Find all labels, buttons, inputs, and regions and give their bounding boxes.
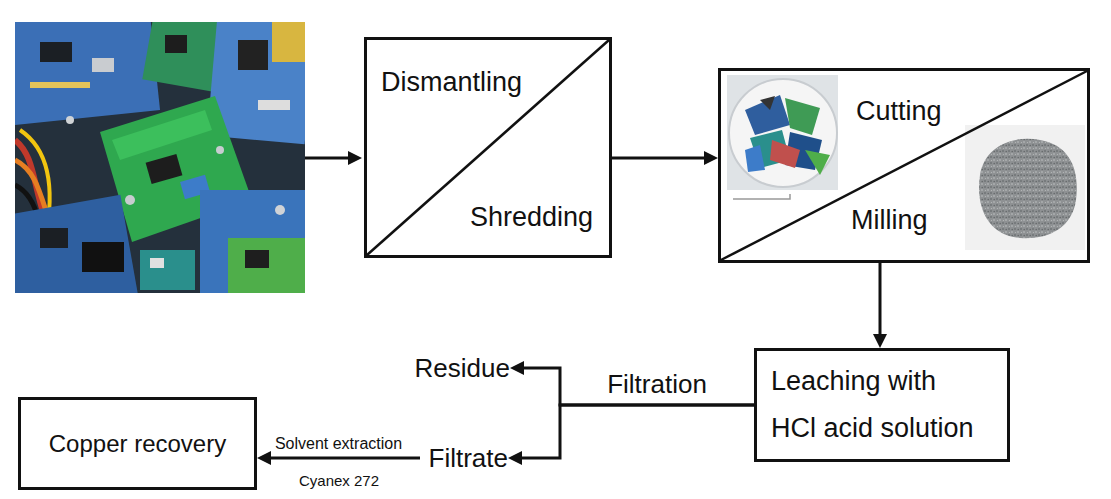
arrowhead [257, 451, 271, 465]
arrowhead [704, 151, 718, 165]
node-text: Leaching with HCl acid solution [771, 358, 986, 453]
flow-arrow [612, 151, 718, 165]
note-label-holder: Cyanex 272 [296, 472, 382, 490]
process-box: DismantlingShredding [364, 37, 612, 258]
arrowhead [510, 361, 524, 375]
connector-line [520, 405, 754, 458]
connector-line [269, 457, 420, 460]
scale-bar [733, 194, 790, 199]
node-text: Shredding [470, 201, 593, 235]
edge-label: Filtration [604, 369, 710, 400]
node-text: Dismantling [381, 66, 522, 100]
edge-label: Solvent extraction [272, 434, 405, 453]
connector-line [612, 157, 706, 160]
connector-line [879, 263, 882, 336]
node-text: Residue [415, 352, 510, 385]
output-text: Residue [406, 349, 510, 388]
edge-label-holder: Filtration [604, 369, 710, 400]
arrowhead [873, 334, 887, 348]
powder-photo [965, 125, 1085, 250]
node-text: Cutting [856, 95, 942, 129]
flow-arrow [305, 157, 350, 160]
edge-label-holder: Solvent extraction [272, 434, 405, 453]
flow-arrow [508, 405, 754, 465]
node-text: Copper recovery [49, 429, 226, 459]
flow-arrow [257, 451, 420, 465]
flow-arrow [873, 263, 887, 348]
node-text: Filtrate [429, 442, 508, 475]
node-text: Milling [851, 204, 928, 238]
cut-boards-photo [727, 75, 838, 190]
diagonal-line [367, 40, 609, 255]
process-box: Leaching with HCl acid solution [754, 348, 1010, 462]
arrowhead [508, 451, 522, 465]
arrowhead [348, 151, 362, 165]
output-text: Filtrate [420, 439, 508, 478]
connector-line [522, 368, 754, 405]
flow-arrow [510, 361, 754, 405]
process-box: CuttingMilling [718, 68, 1090, 263]
ewaste-photo [15, 22, 305, 293]
process-box: Copper recovery [18, 397, 257, 490]
diagonal-line [721, 71, 1087, 260]
reagent-label: Cyanex 272 [296, 472, 382, 490]
